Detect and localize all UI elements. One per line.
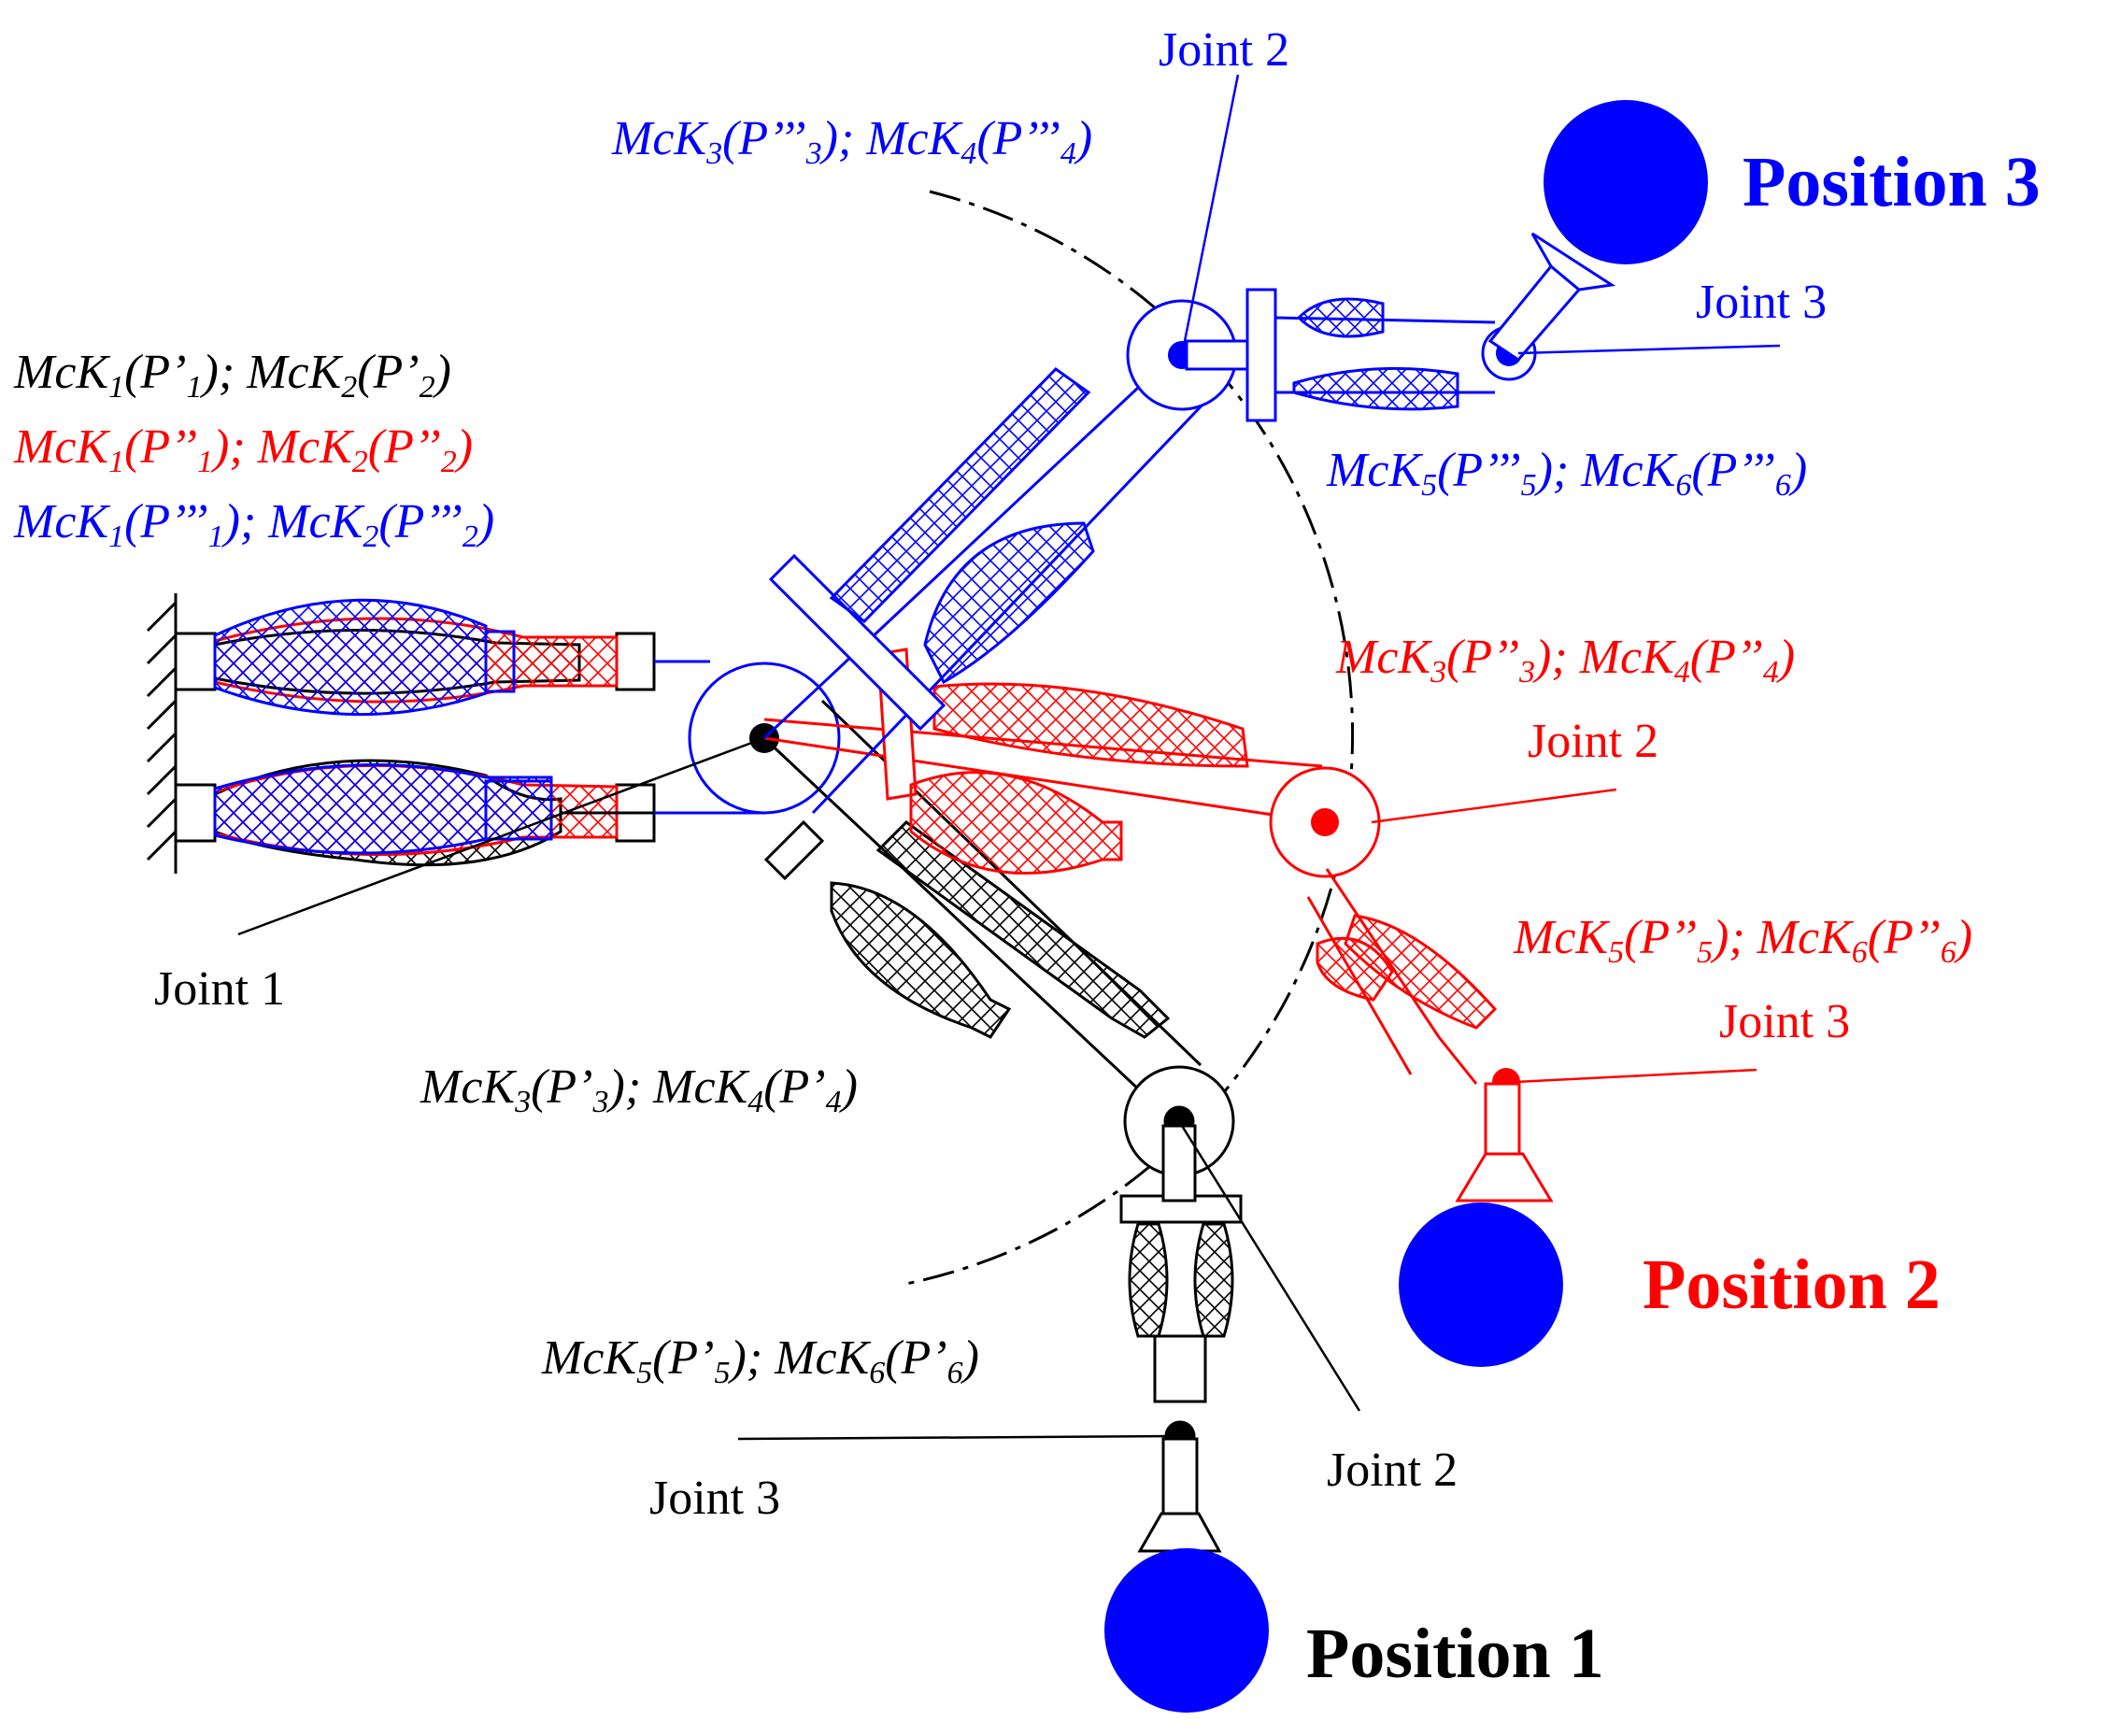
muscle-blue-3 bbox=[829, 367, 1091, 623]
position-2-label: Position 2 bbox=[1643, 1245, 1941, 1324]
p2-joint-2-label: Joint 2 bbox=[1528, 715, 1658, 768]
p2-joint-3-label: Joint 3 bbox=[1719, 995, 1850, 1048]
p1-joint-3-label: Joint 3 bbox=[649, 1472, 780, 1525]
mck-base-red: McK1(P’’1); McK2(P’’2) bbox=[13, 420, 473, 479]
workspace-arc bbox=[901, 190, 1355, 1287]
p1-joint-2-label: Joint 2 bbox=[1327, 1444, 1458, 1497]
position-3-label: Position 3 bbox=[1743, 143, 2041, 221]
muscle-blue-6 bbox=[1292, 366, 1459, 411]
mck-p2-56: McK5(P’’5); McK6(P’’6) bbox=[1513, 911, 1972, 970]
wall-mount bbox=[146, 593, 178, 874]
mck-p1-56: McK5(P’5); McK6(P’6) bbox=[541, 1331, 979, 1390]
mck-p2-34: McK3(P’’3); McK4(P’’4) bbox=[1335, 631, 1795, 690]
muscle-black-3 bbox=[830, 881, 1012, 1039]
p3-joint-2-label: Joint 2 bbox=[1159, 23, 1289, 77]
ball-position-3 bbox=[1544, 100, 1708, 264]
muscle-black-6 bbox=[1193, 1222, 1234, 1338]
position-1-label: Position 1 bbox=[1306, 1615, 1604, 1693]
base-muscles bbox=[174, 598, 766, 867]
mck-p1-34: McK3(P’3); McK4(P’4) bbox=[420, 1060, 858, 1119]
mck-p3-56: McK5(P’’’5); McK6(P’’’6) bbox=[1326, 444, 1807, 503]
arm-position-3 bbox=[762, 232, 1616, 815]
muscle-blue-4 bbox=[923, 521, 1095, 685]
muscle-red-3 bbox=[932, 682, 1249, 768]
ball-position-2 bbox=[1399, 1202, 1563, 1367]
muscle-red-6 bbox=[1316, 936, 1394, 1002]
joint-1-label: Joint 1 bbox=[154, 962, 285, 1016]
muscle-black-4 bbox=[875, 820, 1171, 1039]
mck-base-blue: McK1(P’’’1); McK2(P’’’2) bbox=[13, 495, 494, 554]
p3-joint-3-label: Joint 3 bbox=[1696, 276, 1827, 329]
muscle-red-4 bbox=[909, 771, 1123, 875]
muscle-black-5 bbox=[1128, 1222, 1169, 1338]
arm-position-1 bbox=[762, 699, 1243, 1553]
leader-lines bbox=[237, 74, 1781, 1441]
muscle-blue-1 bbox=[213, 598, 488, 717]
ball-position-1 bbox=[1104, 1548, 1269, 1713]
mck-p3-34: McK3(P’’’3); McK4(P’’’4) bbox=[611, 112, 1092, 171]
mck-base-black: McK1(P’1); McK2(P’2) bbox=[13, 346, 451, 405]
